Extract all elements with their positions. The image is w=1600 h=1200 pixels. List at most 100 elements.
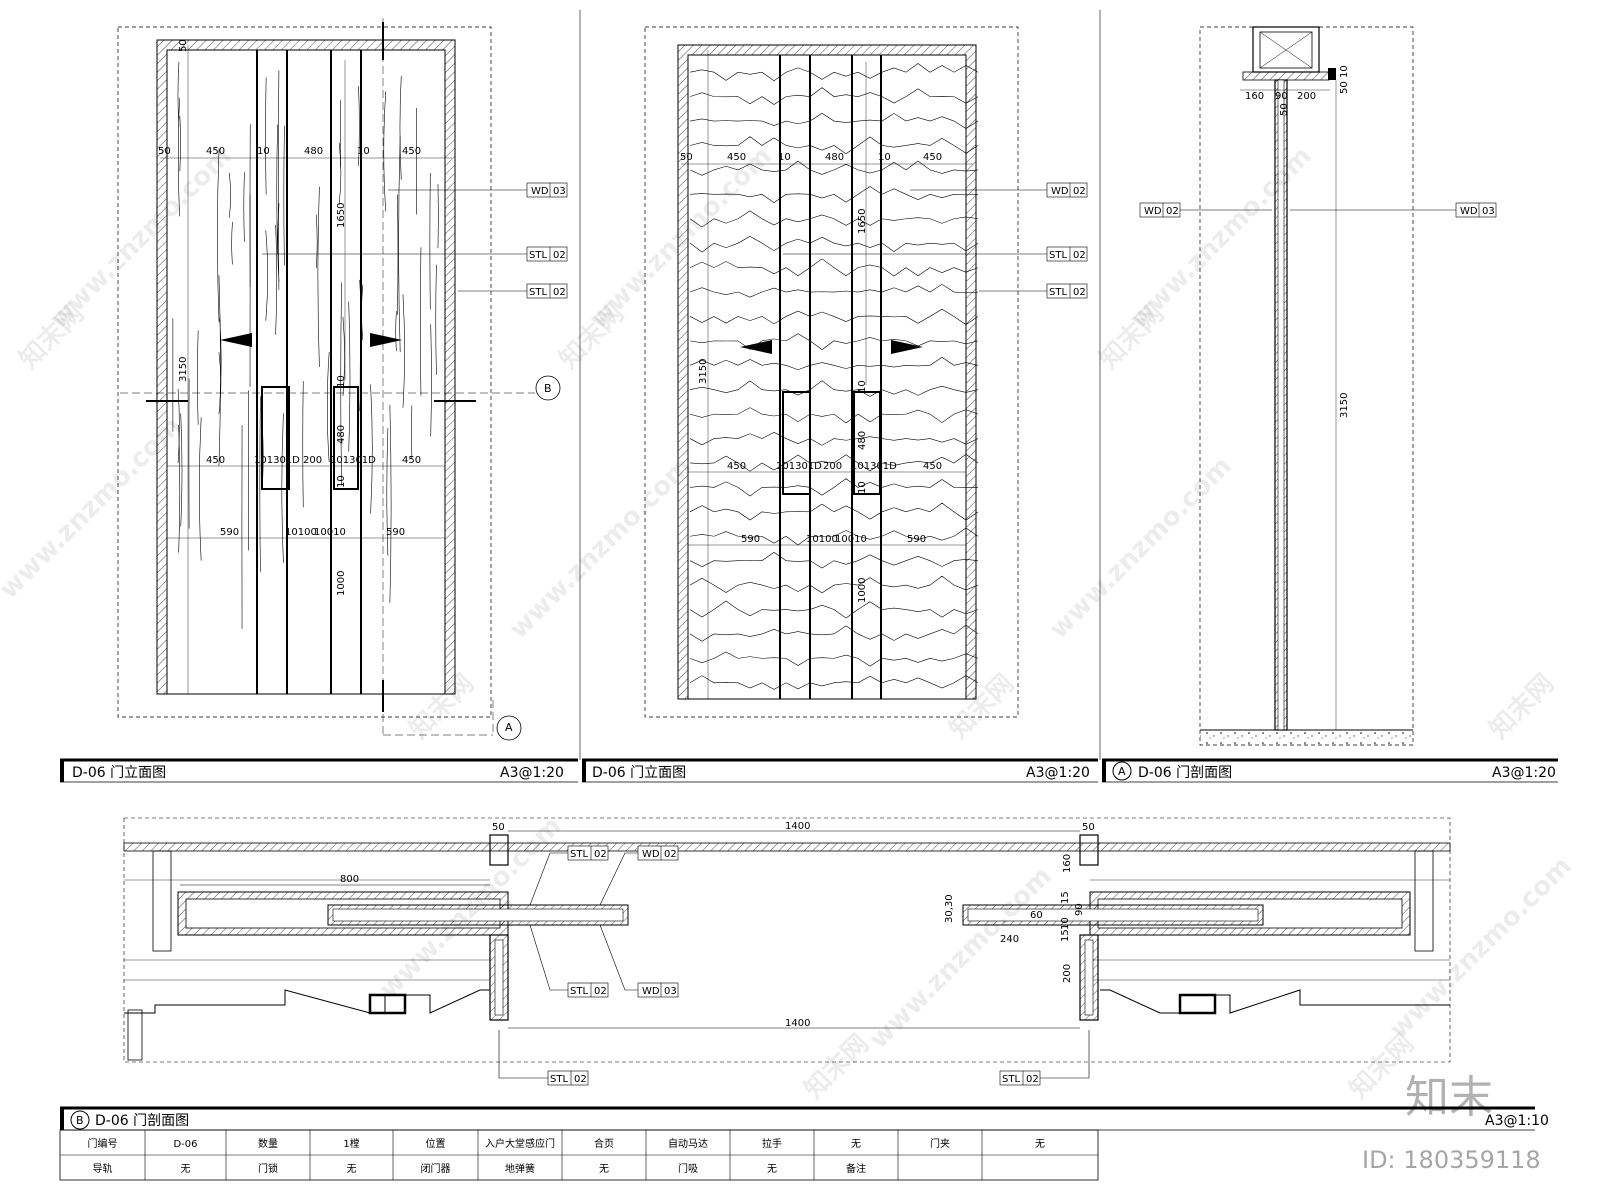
- svg-text:10: 10: [1339, 65, 1350, 78]
- opening-arrow-right: [891, 340, 923, 354]
- svg-text:3150: 3150: [178, 357, 189, 382]
- svg-text:10: 10: [1060, 917, 1071, 930]
- svg-text:02: 02: [1166, 206, 1179, 217]
- svg-text:1650: 1650: [336, 203, 347, 228]
- opening-arrow-left: [220, 333, 252, 347]
- table-cell: 1樘: [343, 1137, 359, 1150]
- svg-text:50: 50: [158, 146, 171, 157]
- handle-left: [261, 386, 290, 490]
- svg-text:A: A: [505, 721, 513, 734]
- svg-text:02: 02: [574, 1074, 587, 1085]
- section-marker-b: [535, 375, 561, 401]
- svg-text:A3@1:10: A3@1:10: [1485, 1113, 1549, 1129]
- table-cell: 门锁: [258, 1162, 278, 1175]
- table-cell: 无: [181, 1164, 191, 1175]
- svg-text:480: 480: [825, 152, 844, 163]
- handle-right: [333, 386, 359, 490]
- opening-arrow-right: [370, 333, 402, 347]
- svg-text:10100: 10100: [806, 534, 838, 545]
- svg-text:02: 02: [553, 287, 566, 298]
- svg-text:450: 450: [402, 455, 421, 466]
- table-cell: 数量: [258, 1137, 278, 1150]
- svg-text:知末网: 知末网: [1484, 669, 1560, 745]
- svg-text:03: 03: [664, 986, 677, 997]
- svg-text:450: 450: [402, 146, 421, 157]
- svg-text:A: A: [1118, 765, 1126, 778]
- tag-stl02: STL 02: [547, 1070, 589, 1086]
- svg-text:60: 60: [1030, 910, 1043, 921]
- svg-text:10: 10: [878, 152, 891, 163]
- svg-text:03: 03: [1482, 206, 1495, 217]
- svg-text:A3@1:20: A3@1:20: [1492, 765, 1556, 781]
- svg-text:WD: WD: [1051, 186, 1069, 197]
- svg-text:www.znzmo.com: www.znzmo.com: [1044, 451, 1238, 645]
- svg-text:15: 15: [1060, 929, 1071, 942]
- svg-text:50: 50: [1339, 81, 1350, 94]
- table-cell: 门夹: [930, 1137, 950, 1150]
- svg-text:STL: STL: [1049, 250, 1067, 261]
- floor-slab: [1200, 730, 1413, 745]
- svg-text:STL: STL: [529, 250, 547, 261]
- svg-text:90: 90: [1275, 91, 1288, 102]
- svg-text:10100: 10100: [285, 527, 317, 538]
- svg-text:15: 15: [1060, 891, 1071, 904]
- table-cell: 无: [599, 1164, 609, 1175]
- svg-text:10: 10: [857, 380, 868, 393]
- table-cell: 位置: [426, 1137, 446, 1150]
- tag-wd02: WD 02: [1046, 182, 1088, 198]
- svg-text:3150: 3150: [1339, 393, 1350, 418]
- svg-text:02: 02: [1073, 186, 1086, 197]
- handle-left: [782, 391, 811, 495]
- svg-text:10: 10: [336, 375, 347, 388]
- svg-text:590: 590: [907, 534, 926, 545]
- svg-text:WD: WD: [1460, 206, 1478, 217]
- svg-text:450: 450: [727, 152, 746, 163]
- svg-text:10: 10: [257, 146, 270, 157]
- wavy-wood-grain-pattern: [689, 63, 979, 690]
- svg-text:160: 160: [1245, 91, 1264, 102]
- svg-text:B: B: [544, 382, 552, 395]
- svg-text:200: 200: [1297, 91, 1316, 102]
- svg-text:STL: STL: [1049, 287, 1067, 298]
- table-cell: 门编号: [88, 1137, 118, 1150]
- svg-text:450: 450: [727, 461, 746, 472]
- logo-watermark: 知末: [1405, 1072, 1493, 1123]
- svg-text:02: 02: [594, 849, 607, 860]
- svg-text:90: 90: [1074, 903, 1085, 916]
- svg-text:10010: 10010: [314, 527, 346, 538]
- svg-text:STL: STL: [570, 849, 588, 860]
- svg-text:50: 50: [178, 39, 189, 52]
- elevation-view-1: B A 50 50 450 10 480 10 450 1650 3150 45…: [117, 18, 568, 741]
- tag-wd03: WD 03: [1455, 202, 1497, 218]
- svg-text:WD: WD: [642, 849, 660, 860]
- svg-text:590: 590: [386, 527, 405, 538]
- svg-text:STL: STL: [550, 1074, 568, 1085]
- tag-stl02: STL 02: [567, 845, 609, 861]
- svg-text:450: 450: [923, 152, 942, 163]
- table-cell: 无: [1035, 1139, 1045, 1150]
- svg-text:590: 590: [741, 534, 760, 545]
- svg-text:200: 200: [303, 455, 322, 466]
- svg-text:02: 02: [1073, 250, 1086, 261]
- svg-text:101301D: 101301D: [330, 455, 376, 466]
- svg-text:1000: 1000: [336, 571, 347, 596]
- table-cell: 地弹簧: [505, 1162, 535, 1175]
- id-watermark: ID: 180359118: [1362, 1146, 1541, 1174]
- svg-text:30,30: 30,30: [944, 894, 955, 923]
- svg-text:D-06 门剖面图: D-06 门剖面图: [1138, 765, 1232, 781]
- section-view-b: 1400 1400 800 50 50 160 200 240 30,30 60…: [123, 817, 1451, 1086]
- svg-text:知末网: 知末网: [799, 1029, 875, 1105]
- svg-text:101301D: 101301D: [254, 455, 300, 466]
- opening-arrow-left: [740, 340, 772, 354]
- svg-text:A3@1:20: A3@1:20: [500, 765, 564, 781]
- table-cell: 备注: [846, 1162, 866, 1175]
- svg-text:50: 50: [492, 822, 505, 833]
- table-cell: 拉手: [762, 1137, 782, 1150]
- view-title-bar-4: B D-06 门剖面图 A3@1:10: [60, 1106, 1549, 1131]
